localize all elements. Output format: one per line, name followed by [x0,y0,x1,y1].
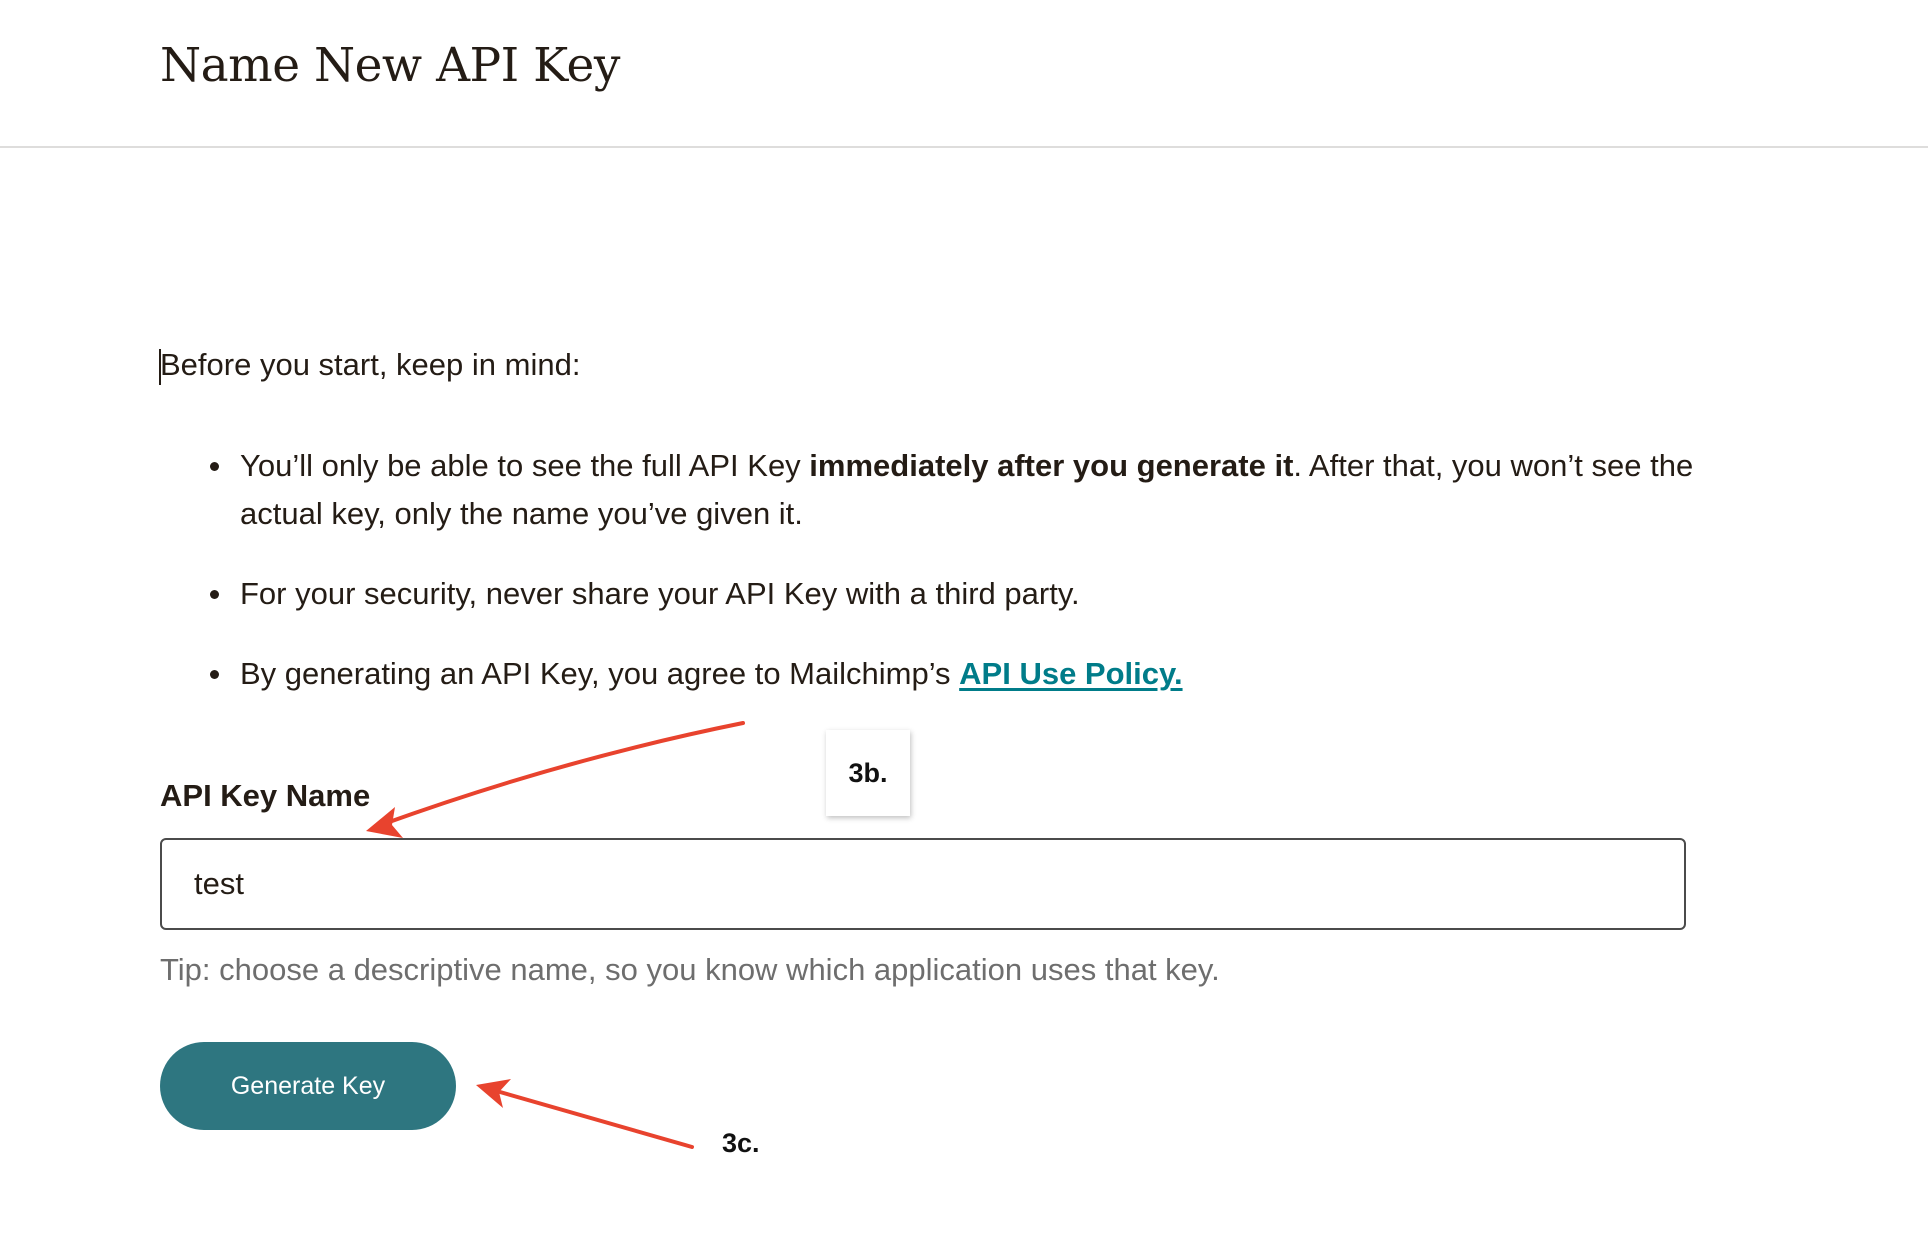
tip-text: Tip: choose a descriptive name, so you k… [160,952,1220,987]
intro-text: Before you start, keep in mind: [160,347,581,382]
list-item: By generating an API Key, you agree to M… [210,650,1710,698]
bullet-text-end: . After that, you won’t see the actual k… [240,448,1694,531]
page-header: Name New API Key [0,0,1928,148]
bullet-text-start: By generating an API Key, you agree to M… [240,656,960,691]
bullet-text-start: You’ll only be able to see the full API … [240,448,810,483]
bullet-icon [210,670,219,679]
bullet-bold-text: immediately after you generate it [809,448,1294,483]
bullet-text: For your security, never share your API … [240,576,1080,611]
api-use-policy-link[interactable]: API Use Policy. [959,656,1183,691]
bullet-icon [210,462,219,471]
list-item: For your security, never share your API … [210,570,1710,618]
step-3b-callout: 3b. [826,730,910,816]
arrow-3c [476,1079,694,1149]
page-title: Name New API Key [160,38,620,93]
bullet-icon [210,590,219,599]
api-key-name-input[interactable] [160,838,1686,930]
step-3c-label: 3c. [722,1128,760,1158]
info-list: You’ll only be able to see the full API … [210,442,1710,730]
arrow-3b [366,721,745,838]
generate-key-button[interactable]: Generate Key [160,1042,456,1130]
list-item: You’ll only be able to see the full API … [210,442,1710,538]
text-cursor [159,349,161,385]
api-key-name-label: API Key Name [160,778,371,813]
